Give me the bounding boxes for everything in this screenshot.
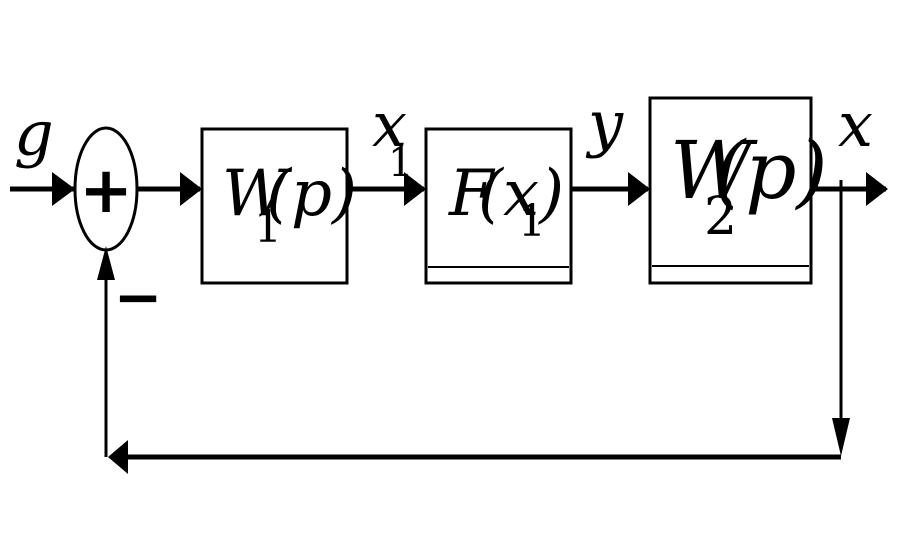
feedback-down-arrowhead [832,418,850,456]
feedback-up-arrowhead [97,246,115,280]
arrowhead-junction-to-w1 [180,172,202,206]
arrowhead-w1-to-f [404,172,426,206]
block-w2 [648,96,813,285]
x1-subscript: 1 [388,140,413,186]
output-arrowhead [866,172,888,206]
block-w2-main: W [670,124,758,217]
block-w1-sub: 1 [254,202,282,253]
input-label: g [14,97,54,170]
arrowhead-f-to-w2 [628,172,650,206]
output-label: x [838,88,873,161]
input-arrowhead [52,172,75,206]
y-label: y [585,87,624,160]
block-f-arg: (x) [478,157,564,231]
summing-minus-sign: − [114,263,163,331]
block-w2-arg: (p) [714,124,828,217]
x1-label: x [372,88,407,161]
block-w2-sub: 2 [704,187,737,247]
block-w1 [200,127,349,285]
summing-plus-sign: + [79,154,133,228]
block-f [424,127,573,285]
feedback-left-arrowhead [108,440,128,474]
block-f-main: F [448,157,496,231]
block-w1-arg: (p) [266,157,357,231]
block-w1-main: W [222,157,293,231]
block-f-sub: 1 [518,196,546,247]
